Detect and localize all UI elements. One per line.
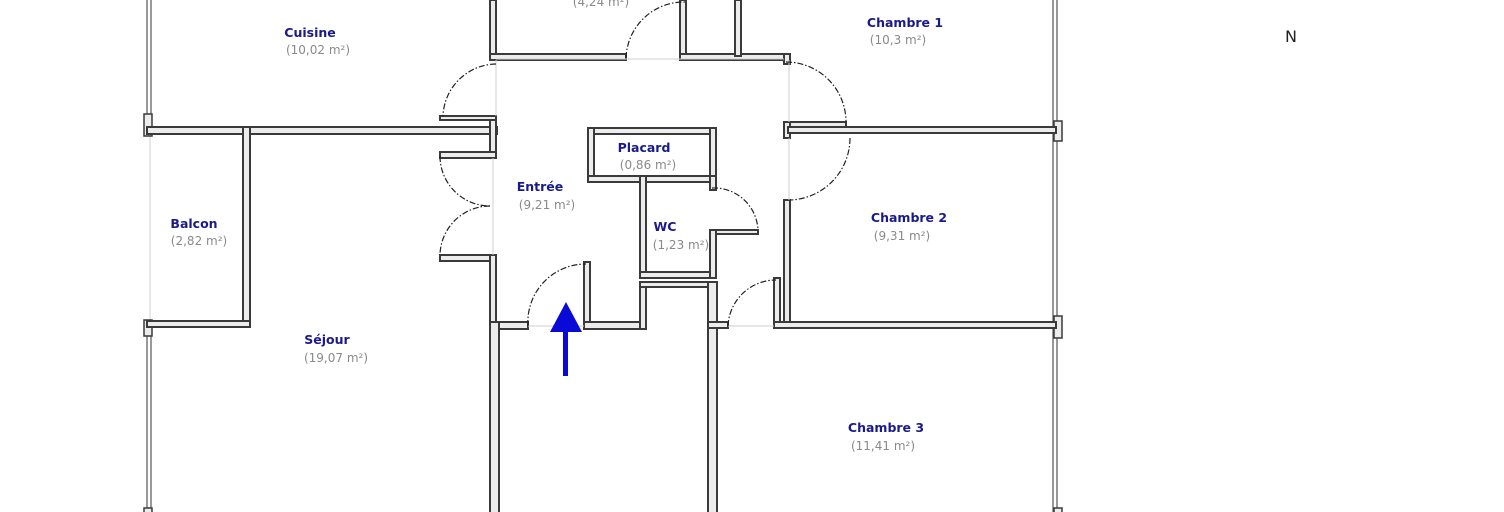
room-name: Entrée bbox=[517, 179, 564, 194]
room-name: WC bbox=[654, 219, 677, 234]
room-label-chambre-1: Chambre 1 (10,3 m²) bbox=[867, 15, 943, 47]
room-area: (10,02 m²) bbox=[286, 43, 350, 57]
room-label-placard: Placard (0,86 m²) bbox=[618, 140, 677, 172]
room-area: (0,86 m²) bbox=[620, 158, 676, 172]
room-label-chambre-2: Chambre 2 (9,31 m²) bbox=[871, 210, 947, 243]
room-name: Chambre 1 bbox=[867, 15, 943, 30]
room-area: (1,23 m²) bbox=[653, 238, 709, 252]
entrance-arrow-icon bbox=[550, 302, 582, 376]
room-area: (9,21 m²) bbox=[519, 198, 575, 212]
room-area: (4,24 m²) bbox=[573, 0, 629, 9]
room-name: Balcon bbox=[170, 216, 217, 231]
room-area: (2,82 m²) bbox=[171, 234, 227, 248]
room-area: (11,41 m²) bbox=[851, 439, 915, 453]
room-label-wc: WC (1,23 m²) bbox=[653, 219, 709, 252]
door-swings bbox=[439, 1, 851, 327]
room-name: Placard bbox=[618, 140, 671, 155]
room-label-top-room: (4,24 m²) bbox=[573, 0, 629, 9]
interior-walls bbox=[146, 0, 1057, 512]
room-area: (10,3 m²) bbox=[870, 33, 926, 47]
room-label-chambre-3: Chambre 3 (11,41 m²) bbox=[848, 420, 924, 453]
room-area: (19,07 m²) bbox=[304, 351, 368, 365]
compass-north-label: N bbox=[1285, 27, 1297, 46]
room-area: (9,31 m²) bbox=[874, 229, 930, 243]
room-label-entree: Entrée (9,21 m²) bbox=[517, 179, 575, 212]
room-label-balcon: Balcon (2,82 m²) bbox=[170, 216, 227, 248]
exterior-walls bbox=[143, 0, 1063, 512]
room-name: Chambre 3 bbox=[848, 420, 924, 435]
room-label-cuisine: Cuisine (10,02 m²) bbox=[284, 25, 350, 57]
room-name: Chambre 2 bbox=[871, 210, 947, 225]
door-openings bbox=[492, 58, 790, 327]
room-label-sejour: Séjour (19,07 m²) bbox=[304, 332, 368, 365]
room-name: Cuisine bbox=[284, 25, 335, 40]
room-name: Séjour bbox=[304, 332, 350, 347]
